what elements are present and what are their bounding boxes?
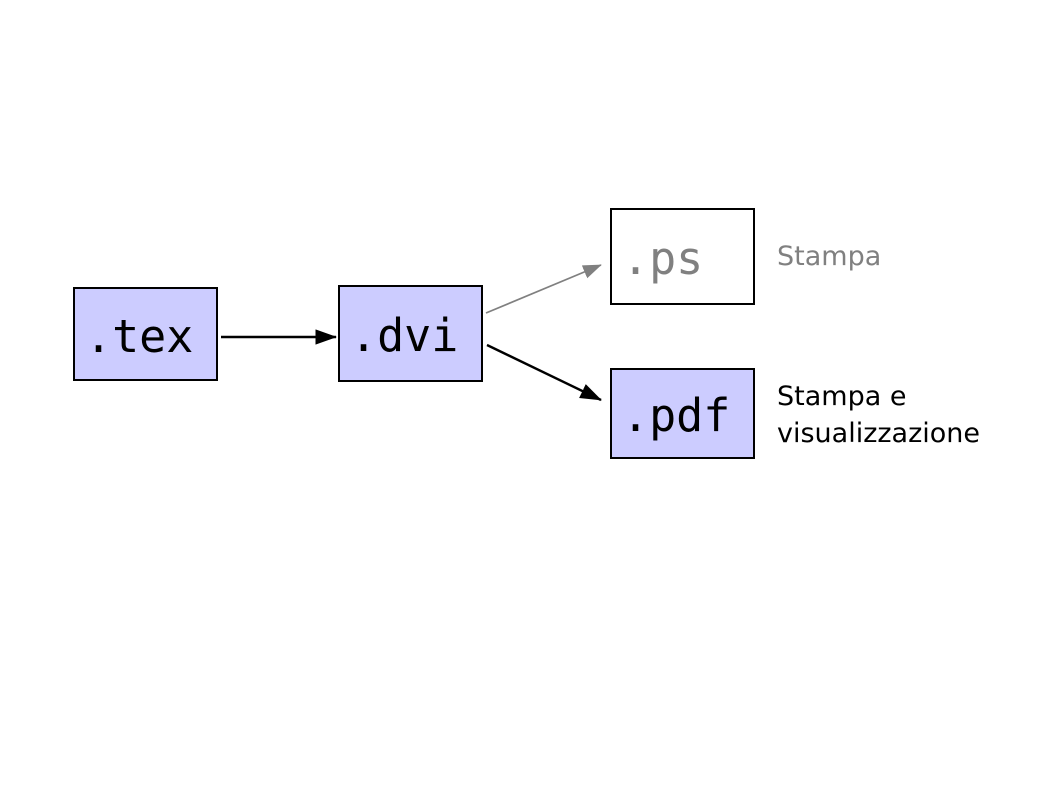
edge-dvi-to-ps: [485, 264, 602, 314]
node-pdf[interactable]: .pdf: [610, 368, 755, 459]
annotation-ps-stampa: Stampa: [777, 241, 882, 272]
node-dvi[interactable]: .dvi: [338, 285, 483, 382]
node-tex-label: .tex: [85, 309, 194, 363]
node-pdf-label: .pdf: [622, 389, 731, 442]
annotation-pdf-stampa-visualizzazione: Stampa e visualizzazione: [777, 381, 981, 449]
edge-dvi-to-pdf: [486, 343, 602, 402]
node-tex[interactable]: .tex: [73, 287, 218, 381]
node-ps[interactable]: .ps: [610, 208, 755, 305]
node-ps-label: .ps: [622, 232, 704, 285]
node-dvi-label: .dvi: [350, 309, 459, 362]
